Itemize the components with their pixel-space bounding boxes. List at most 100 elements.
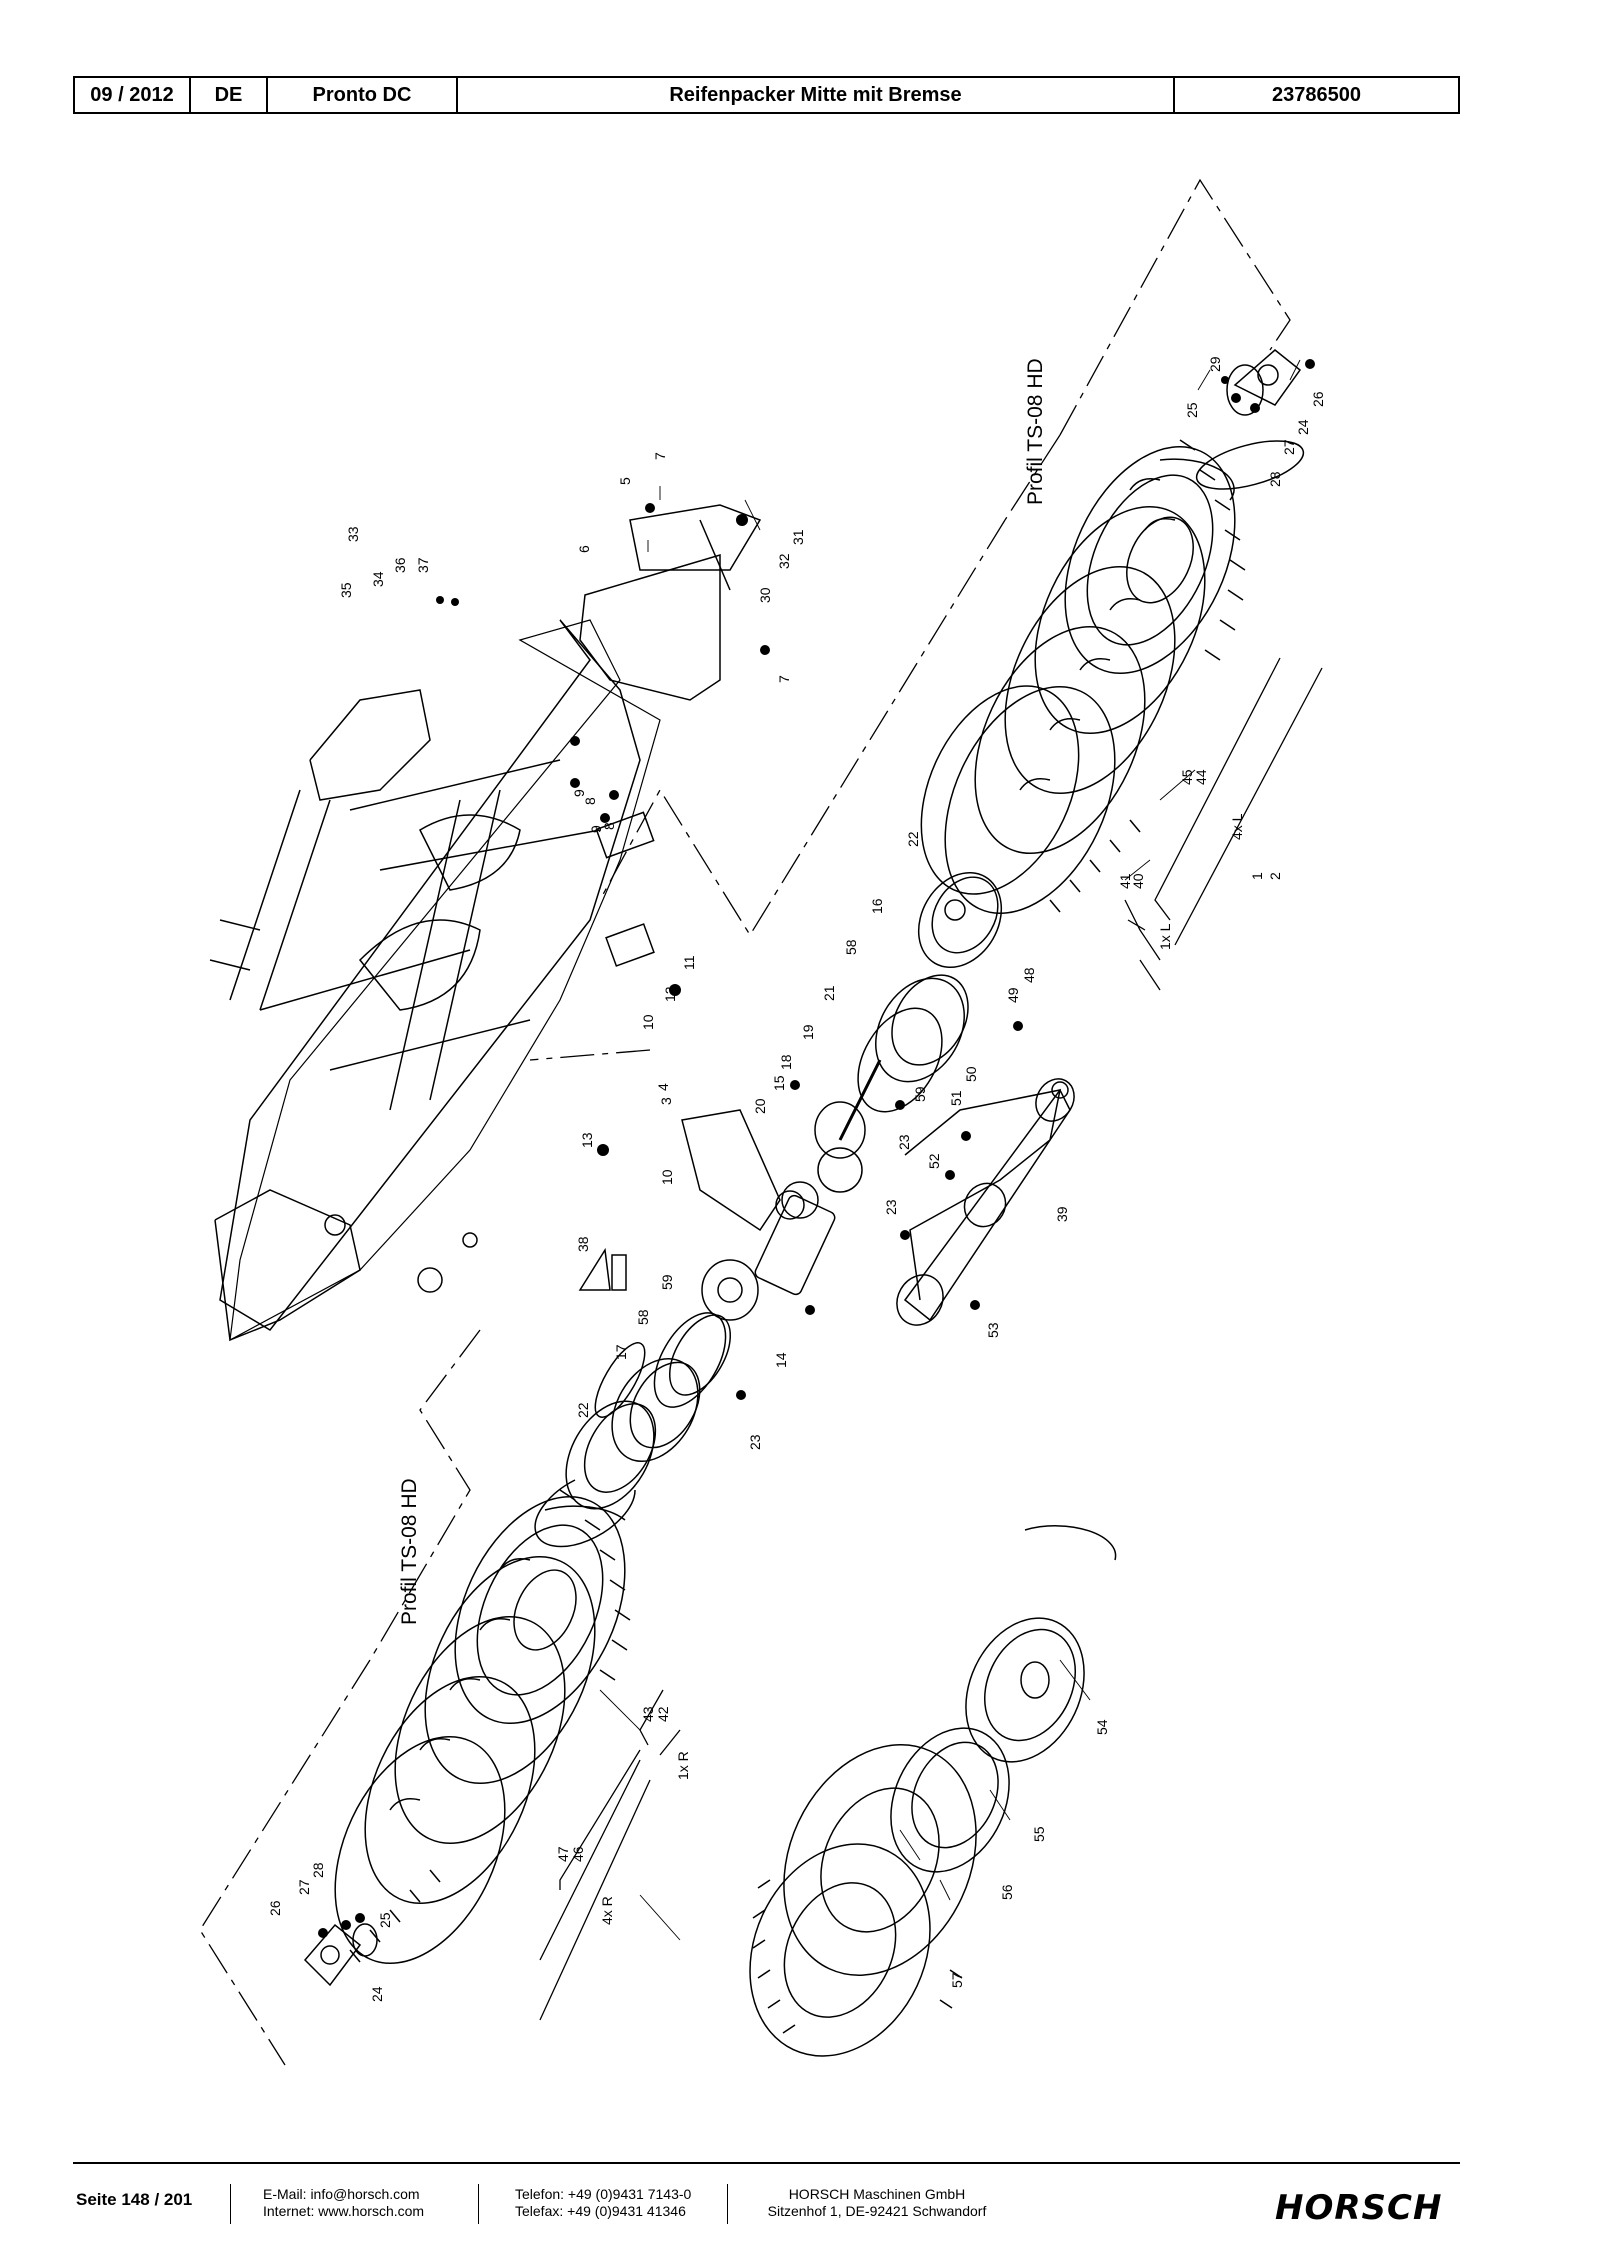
footer-contact-phone: Telefon: +49 (0)9431 7143-0 Telefax: +49… <box>515 2186 691 2220</box>
part-label-42: 42 <box>655 1706 671 1722</box>
part-label-7b: 7 <box>776 675 792 683</box>
part-label-21: 21 <box>821 985 837 1001</box>
part-label-35: 35 <box>338 582 354 598</box>
footer-email: E-Mail: info@horsch.com <box>263 2186 420 2202</box>
part-label-43: 43 <box>640 1706 656 1722</box>
part-label-16: 16 <box>869 898 885 914</box>
part-label-34: 34 <box>370 571 386 587</box>
part-label-20: 20 <box>752 1098 768 1114</box>
part-label-6: 6 <box>576 545 592 553</box>
wheel-pack-left <box>303 1489 631 1987</box>
footer-internet: Internet: www.horsch.com <box>263 2203 425 2219</box>
footer-phone: Telefon: +49 (0)9431 7143-0 <box>515 2186 692 2202</box>
part-label-14: 14 <box>773 1352 789 1368</box>
part-label-19: 19 <box>800 1024 816 1040</box>
part-label-28: 28 <box>1267 471 1283 487</box>
part-label-45: 45 <box>1179 769 1195 785</box>
part-label-12: 12 <box>662 986 678 1002</box>
part-label-47: 47 <box>555 1846 571 1862</box>
part-label-39: 39 <box>1054 1206 1070 1222</box>
part-label-56: 56 <box>999 1884 1015 1900</box>
quantity-brackets <box>539 657 1323 2021</box>
part-label-53: 53 <box>985 1322 1001 1338</box>
part-label-44: 44 <box>1193 769 1209 785</box>
part-label-27b: 27 <box>296 1879 312 1895</box>
part-label-51: 51 <box>948 1090 964 1106</box>
part-label-2: 2 <box>1267 872 1283 880</box>
part-label-29: 29 <box>1207 356 1223 372</box>
leader-lines <box>599 359 1301 1941</box>
header-title: Reifenpacker Mitte mit Bremse <box>458 78 1175 112</box>
part-label-9: 9 <box>571 789 587 797</box>
part-label-23c: 23 <box>883 1199 899 1215</box>
horsch-logo: HORSCH <box>1275 2188 1443 2228</box>
rim-tyre-parts <box>749 1525 1117 2057</box>
header-model: Pronto DC <box>268 78 458 112</box>
part-label-59b: 59 <box>659 1274 675 1290</box>
part-number-labels: 1 2 3 4 5 6 7 7 8 8 9 9 10 10 11 12 13 1… <box>267 356 1326 2002</box>
bracket-parts <box>578 504 836 1296</box>
part-label-37: 37 <box>415 557 431 573</box>
part-label-24: 24 <box>1295 419 1311 435</box>
part-label-28b: 28 <box>310 1862 326 1878</box>
part-label-22b: 22 <box>575 1402 591 1418</box>
part-label-8: 8 <box>582 797 598 805</box>
quantity-labels: 4x L 1x L 1x R 4x R <box>599 813 1245 1925</box>
part-label-38: 38 <box>575 1236 591 1252</box>
part-label-7: 7 <box>652 452 668 460</box>
part-label-36: 36 <box>392 557 408 573</box>
qty-4x-right: 4x R <box>599 1896 615 1925</box>
group-boundaries <box>199 178 1291 2066</box>
profile-labels: Profil TS-08 HD Profil TS-08 HD <box>398 358 1047 1625</box>
part-label-9b: 9 <box>588 825 604 833</box>
part-label-52: 52 <box>926 1153 942 1169</box>
part-label-3: 3 <box>658 1097 674 1105</box>
part-label-46: 46 <box>570 1846 586 1862</box>
part-label-55: 55 <box>1031 1826 1047 1842</box>
part-label-59: 59 <box>912 1086 928 1102</box>
footer-separator <box>727 2184 728 2224</box>
part-label-15: 15 <box>771 1075 787 1091</box>
footer-rule <box>73 2162 1460 2164</box>
part-label-5: 5 <box>617 477 633 485</box>
footer-address: Sitzenhof 1, DE-92421 Schwandorf <box>767 2203 987 2219</box>
frame-assembly <box>209 619 661 1342</box>
part-label-23: 23 <box>896 1134 912 1150</box>
footer-contact-web: E-Mail: info@horsch.com Internet: www.ho… <box>263 2186 424 2220</box>
axle-part-39 <box>896 1078 1075 1326</box>
part-label-23b: 23 <box>747 1434 763 1450</box>
part-label-25: 25 <box>1184 402 1200 418</box>
qty-1x-left: 1x L <box>1157 923 1173 950</box>
part-label-17: 17 <box>613 1344 629 1360</box>
qty-4x-left: 4x L <box>1229 813 1245 840</box>
part-label-24b: 24 <box>369 1986 385 2002</box>
part-label-4: 4 <box>655 1083 671 1091</box>
part-label-32: 32 <box>776 553 792 569</box>
header-part-number: 23786500 <box>1272 83 1361 106</box>
profile-label-top: Profil TS-08 HD <box>1024 358 1047 505</box>
exploded-parts-drawing: Profil TS-08 HD Profil TS-08 HD 4x L 1x … <box>0 130 1600 2130</box>
part-label-58: 58 <box>843 939 859 955</box>
part-label-8b: 8 <box>601 822 617 830</box>
part-label-26: 26 <box>1310 391 1326 407</box>
part-label-1: 1 <box>1249 872 1265 880</box>
part-label-40: 40 <box>1130 873 1146 889</box>
part-label-33: 33 <box>345 526 361 542</box>
fastener-dots <box>318 359 1315 1938</box>
footer-separator <box>478 2184 479 2224</box>
drawing-svg: Profil TS-08 HD Profil TS-08 HD 4x L 1x … <box>199 178 1326 2066</box>
footer-fax: Telefax: +49 (0)9431 41346 <box>515 2203 686 2219</box>
part-label-26b: 26 <box>267 1900 283 1916</box>
page-number: Seite 148 / 201 <box>76 2190 193 2209</box>
part-label-48: 48 <box>1021 967 1037 983</box>
part-label-22: 22 <box>905 831 921 847</box>
part-label-58b: 58 <box>635 1309 651 1325</box>
header-language: DE <box>191 78 268 112</box>
part-label-31: 31 <box>790 529 806 545</box>
part-label-25b: 25 <box>377 1912 393 1928</box>
qty-1x-right: 1x R <box>675 1751 691 1780</box>
part-label-10: 10 <box>640 1014 656 1030</box>
footer-company: HORSCH Maschinen GmbH <box>788 2186 966 2202</box>
wheel-pack-right <box>920 349 1305 915</box>
header-table: 09 / 2012 DE Pronto DC Reifenpacker Mitt… <box>73 76 1460 114</box>
